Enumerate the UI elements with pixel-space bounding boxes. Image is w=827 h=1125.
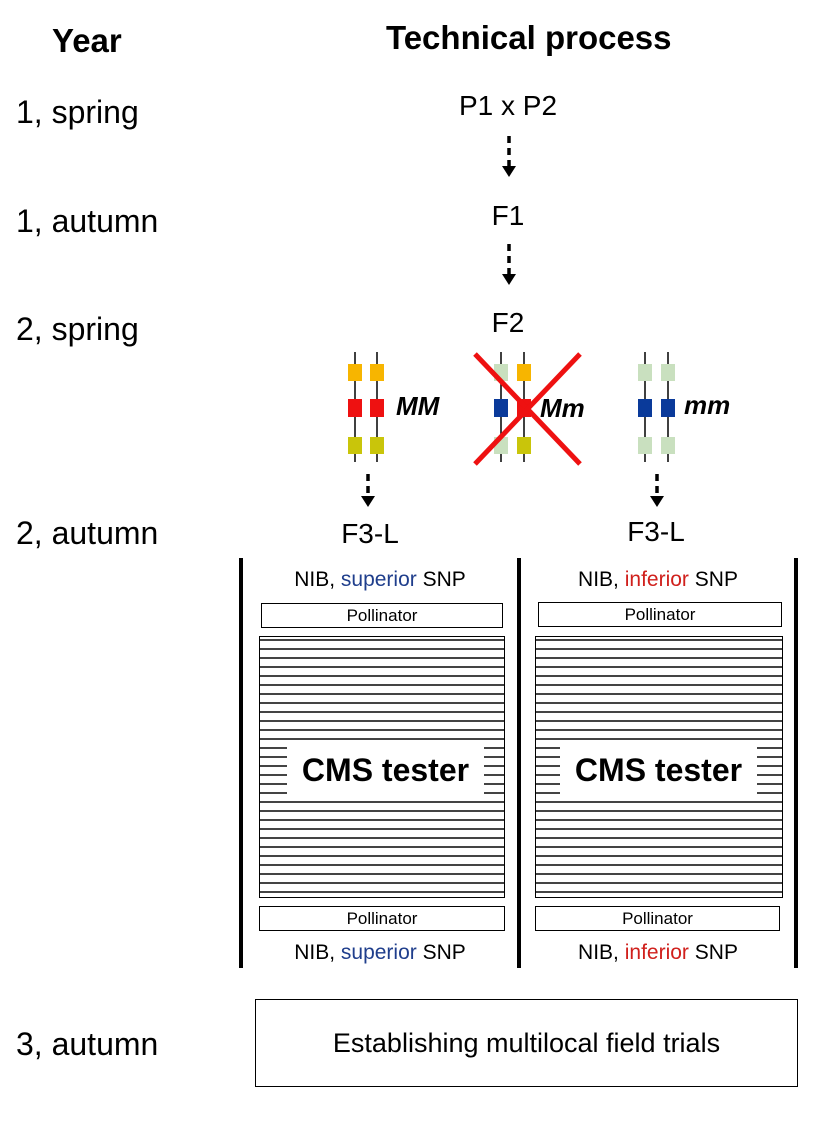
f1-label: F1: [491, 200, 525, 231]
process-column-header: Technical process: [386, 19, 672, 56]
left-cms-tester-label: CMS tester: [287, 741, 484, 799]
f3-left-label: F3-L: [341, 518, 399, 549]
panel-divider-center: [517, 558, 521, 968]
arrow-f1-to-f2: [502, 244, 516, 285]
right-pollinator-top: Pollinator: [538, 602, 782, 627]
left-snp-bottom-label: NIB, superior SNP: [294, 941, 466, 964]
chromosome-pair-mm-dominant: [348, 352, 384, 462]
right-pollinator-bottom: Pollinator: [535, 906, 780, 931]
genotype-heterozygous-label: Mm: [540, 393, 585, 423]
cross-out-mark: [473, 352, 582, 466]
year-label-2-spring: 2, spring: [16, 311, 139, 347]
genotype-mm-dominant-label: MM: [396, 391, 440, 421]
arrow-cross-to-f1: [502, 136, 516, 177]
left-pollinator-top: Pollinator: [261, 603, 503, 628]
panel-divider-right: [794, 558, 798, 968]
arrow-recessive-to-f3-right: [650, 474, 664, 507]
arrow-mm-to-f3-left: [361, 474, 375, 507]
f3-right-label: F3-L: [627, 516, 685, 547]
left-pollinator-bottom: Pollinator: [259, 906, 505, 931]
right-snp-bottom-label: NIB, inferior SNP: [578, 941, 738, 964]
panel-divider-left: [239, 558, 243, 968]
right-cms-tester-label: CMS tester: [560, 741, 757, 799]
year-label-3-autumn: 3, autumn: [16, 1026, 159, 1062]
chromosome-pair-mm-recessive: [638, 352, 675, 462]
right-snp-top-label: NIB, inferior SNP: [578, 568, 738, 591]
year-label-1-spring: 1, spring: [16, 94, 139, 130]
left-snp-top-label: NIB, superior SNP: [294, 568, 466, 591]
genotype-mm-recessive-label: mm: [684, 390, 731, 420]
year-column-header: Year: [52, 22, 122, 59]
parental-cross-label: P1 x P2: [458, 90, 558, 121]
diagram-graphics: [348, 136, 675, 507]
year-label-1-autumn: 1, autumn: [16, 203, 159, 239]
year-label-2-autumn: 2, autumn: [16, 515, 159, 551]
f2-label: F2: [491, 307, 525, 338]
field-trials-box: Establishing multilocal field trials: [255, 999, 798, 1087]
